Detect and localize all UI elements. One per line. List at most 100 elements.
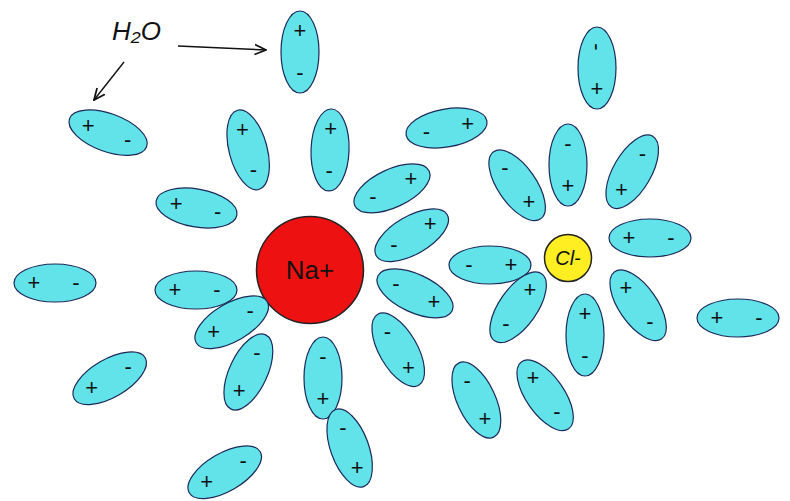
water-ellipse xyxy=(153,182,240,234)
leader-arrow xyxy=(178,46,266,50)
water-molecule: +- xyxy=(11,261,99,305)
charge-sign: + xyxy=(233,380,246,402)
charge-sign: + xyxy=(28,272,41,294)
charge-sign: - xyxy=(586,43,608,50)
charge-sign: - xyxy=(553,401,560,423)
molecule-outline xyxy=(221,331,276,413)
water-ellipse xyxy=(281,11,319,93)
water-molecule: +- xyxy=(514,357,576,434)
charge-sign: - xyxy=(72,272,79,294)
water-molecule: -+ xyxy=(185,443,264,501)
water-molecule: -+ xyxy=(221,331,276,413)
charge-sign: - xyxy=(755,307,762,329)
molecule-outline xyxy=(607,267,669,344)
water-ellipse xyxy=(65,341,155,415)
molecule-outline xyxy=(606,216,694,260)
charge-sign: + xyxy=(461,113,474,135)
water-ellipse xyxy=(63,101,153,165)
charge-sign: - xyxy=(564,133,571,155)
charge-sign: - xyxy=(240,450,247,472)
water-molecule: +- xyxy=(694,296,782,340)
ion-symbol: Na+ xyxy=(286,257,334,283)
water-molecule: +- xyxy=(487,269,549,346)
charge-sign: - xyxy=(369,186,376,208)
water-ellipse xyxy=(697,299,779,337)
water-molecule: -+ xyxy=(603,132,661,211)
molecule-outline xyxy=(603,132,661,211)
water-ellipse xyxy=(441,355,510,445)
charge-sign: + xyxy=(623,227,636,249)
water-molecule: +- xyxy=(66,107,150,158)
charge-sign: + xyxy=(711,307,724,329)
water-ellipse xyxy=(213,327,282,417)
molecule-outline xyxy=(449,359,504,441)
charge-sign: + xyxy=(524,279,537,301)
molecule-outline xyxy=(66,107,150,158)
charge-sign: + xyxy=(428,291,441,313)
water-molecule: -+ xyxy=(546,121,590,209)
charge-sign: + xyxy=(478,408,491,430)
water-molecule: -+ xyxy=(372,206,451,264)
charge-sign: + xyxy=(317,388,330,410)
charge-sign: - xyxy=(296,62,303,84)
molecule-outline xyxy=(372,206,451,264)
charge-sign: + xyxy=(200,471,213,493)
charge-sign: + xyxy=(579,303,592,325)
sodium-ion: Na+ xyxy=(255,215,365,325)
water-ellipse xyxy=(599,261,677,350)
charge-sign: - xyxy=(667,227,674,249)
water-ellipse xyxy=(310,108,351,191)
molecule-outline xyxy=(374,266,456,321)
molecule-label: H₂O xyxy=(112,18,161,44)
water-ellipse xyxy=(367,198,457,272)
charge-sign: + xyxy=(294,20,307,42)
chloride-ion: Cl- xyxy=(543,233,593,283)
charge-sign: - xyxy=(253,342,260,364)
charge-sign: + xyxy=(351,457,364,479)
water-ellipse xyxy=(578,27,616,109)
charge-sign: + xyxy=(85,377,98,399)
water-ellipse xyxy=(549,124,587,206)
water-molecule: +- xyxy=(224,107,272,193)
charge-sign: - xyxy=(646,311,653,333)
molecule-outline xyxy=(487,269,549,346)
charge-sign: + xyxy=(169,279,182,301)
ion-circle xyxy=(545,235,592,282)
water-ellipse xyxy=(219,105,277,194)
water-molecule: +- xyxy=(606,216,694,260)
water-ellipse xyxy=(155,271,237,309)
water-molecule: +- xyxy=(153,185,240,231)
charge-sign: + xyxy=(324,118,337,140)
water-ellipse xyxy=(566,294,604,376)
charge-sign: - xyxy=(502,313,509,335)
molecule-outline xyxy=(324,406,375,490)
molecule-outline xyxy=(185,443,264,501)
charge-sign: + xyxy=(405,168,418,190)
water-molecule: -+ xyxy=(324,406,375,490)
ion-symbol: Cl- xyxy=(555,248,581,268)
charge-sign: + xyxy=(236,119,249,141)
charge-sign: + xyxy=(424,213,437,235)
molecule-outline xyxy=(694,296,782,340)
charge-sign: + xyxy=(562,175,575,197)
water-ellipse xyxy=(595,127,669,217)
molecule-outline xyxy=(369,310,427,389)
charge-sign: - xyxy=(319,346,326,368)
water-ellipse xyxy=(14,264,96,302)
water-ellipse xyxy=(180,435,270,501)
molecule-outline xyxy=(403,105,490,151)
water-molecule: +- xyxy=(607,267,669,344)
water-molecule: -+ xyxy=(449,359,504,441)
charge-sign: - xyxy=(581,345,588,367)
water-molecule: -+ xyxy=(575,24,619,112)
water-ellipse xyxy=(403,102,490,154)
molecule-outline xyxy=(351,161,433,216)
charge-sign: - xyxy=(247,300,254,322)
charge-sign: - xyxy=(250,159,257,181)
charge-sign: + xyxy=(505,254,518,276)
charge-sign: + xyxy=(523,191,536,213)
water-molecule: -+ xyxy=(486,147,548,224)
charge-sign: - xyxy=(339,417,346,439)
charge-sign: - xyxy=(392,273,399,295)
charge-sign: - xyxy=(501,157,508,179)
